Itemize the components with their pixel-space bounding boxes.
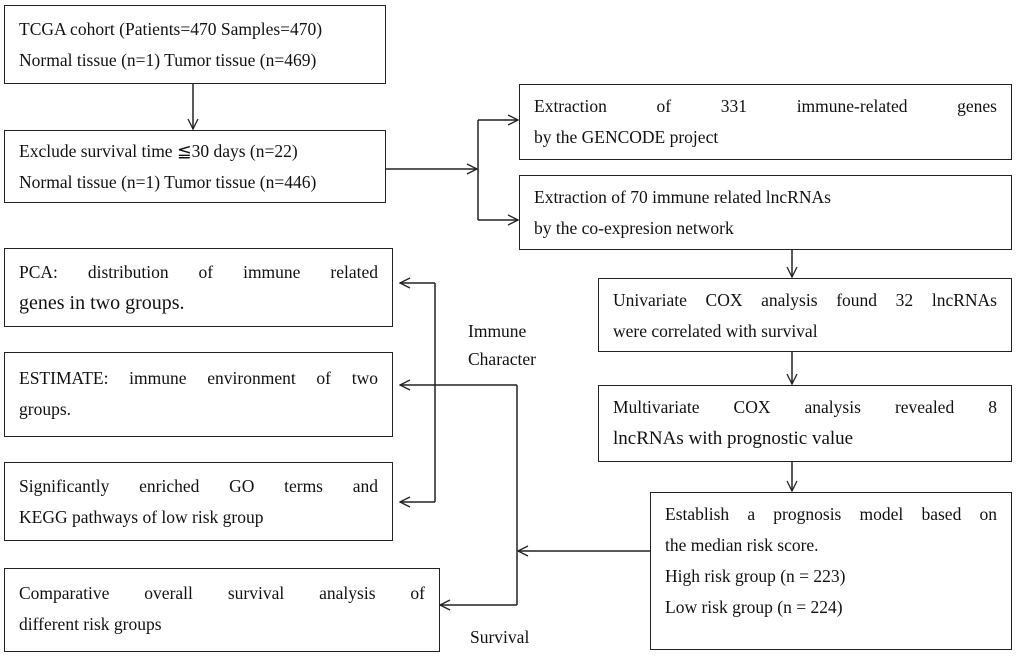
text: Low risk group (n = 224) (665, 597, 843, 617)
text: by the co-expresion network (534, 218, 734, 238)
text: were correlated with survival (613, 321, 818, 341)
survival-analysis-box: Comparative overall survival analysis of… (4, 568, 440, 652)
character-label: Character (468, 349, 537, 369)
text: lncRNAs with prognostic value (613, 428, 854, 449)
text: groups. (19, 399, 72, 419)
pca-box: PCA: distribution of immune related gene… (4, 248, 393, 327)
immune-label: Immune (468, 321, 527, 341)
text: High risk group (n = 223) (665, 566, 846, 586)
text: KEGG pathways of low risk group (19, 507, 264, 527)
exclude-box: Exclude survival time ≦30 days (n=22) No… (4, 130, 386, 203)
go-kegg-box: Significantly enriched GO terms and KEGG… (4, 462, 393, 541)
prognosis-model-box: Establish a prognosis model based on the… (650, 492, 1012, 650)
text: Normal tissue (n=1) Tumor tissue (n=446) (19, 172, 317, 192)
text: Comparative overall survival analysis of (19, 583, 425, 603)
text: Exclude survival time ≦30 days (n=22) (19, 141, 298, 161)
survival-label: Survival (470, 627, 530, 647)
tcga-cohort-box: TCGA cohort (Patients=470 Samples=470) N… (4, 5, 386, 84)
text: Extraction of 70 immune related lncRNAs (534, 187, 831, 207)
text: different risk groups (19, 614, 162, 634)
immune-lncrnas-box: Extraction of 70 immune related lncRNAs … (519, 175, 1012, 250)
multivariate-cox-box: Multivariate COX analysis revealed 8 lnc… (598, 385, 1012, 462)
text: PCA: distribution of immune related (19, 262, 378, 282)
text: Significantly enriched GO terms and (19, 476, 378, 496)
text: ESTIMATE: immune environment of two (19, 368, 378, 388)
text: Multivariate COX analysis revealed 8 (613, 397, 997, 417)
text: genes in two groups. (19, 292, 185, 314)
text: Univariate COX analysis found 32 lncRNAs (613, 290, 997, 310)
text: Extraction of 331 immune-related genes (534, 96, 997, 116)
immune-genes-box: Extraction of 331 immune-related genes b… (519, 84, 1012, 160)
univariate-cox-box: Univariate COX analysis found 32 lncRNAs… (598, 278, 1012, 352)
text: Establish a prognosis model based on (665, 504, 997, 524)
text: the median risk score. (665, 535, 819, 555)
estimate-box: ESTIMATE: immune environment of two grou… (4, 352, 393, 437)
text: TCGA cohort (Patients=470 Samples=470) (19, 19, 323, 39)
text: by the GENCODE project (534, 127, 719, 147)
text: Normal tissue (n=1) Tumor tissue (n=469) (19, 50, 317, 70)
